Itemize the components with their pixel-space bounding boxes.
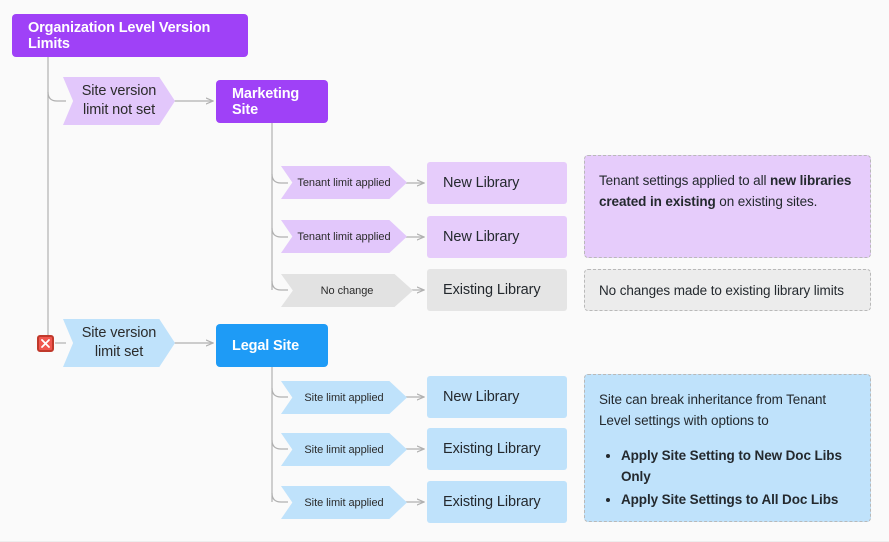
library-node-label: New Library [443, 175, 520, 191]
note-no-changes: No changes made to existing library limi… [584, 269, 871, 311]
edge-label-site-limit-applied-1[interactable]: Site limit applied [281, 381, 407, 414]
edge-label-text: Site limit applied [304, 443, 384, 456]
library-node-label: Existing Library [443, 494, 541, 510]
library-node-new-library-3[interactable]: New Library [427, 376, 567, 418]
edge-label-text: Site version limit not set [81, 83, 157, 118]
library-node-existing-library-3[interactable]: Existing Library [427, 481, 567, 523]
library-node-label: Existing Library [443, 441, 541, 457]
edge-label-tenant-limit-applied-1[interactable]: Tenant limit applied [281, 166, 407, 199]
close-icon[interactable] [37, 335, 54, 352]
library-node-existing-library-1[interactable]: Existing Library [427, 269, 567, 311]
edge-label-text: Site version limit set [81, 325, 157, 360]
edge-label-text: Site limit applied [304, 496, 384, 509]
edge-label-text: Tenant limit applied [297, 230, 391, 243]
library-node-existing-library-2[interactable]: Existing Library [427, 428, 567, 470]
root-node-organization-level-version-limits[interactable]: Organization Level Version Limits [12, 14, 248, 57]
edge-label-no-change[interactable]: No change [281, 274, 413, 307]
site-node-label: Legal Site [232, 337, 299, 354]
edge-label-site-limit-applied-2[interactable]: Site limit applied [281, 433, 407, 466]
library-node-label: New Library [443, 229, 520, 245]
library-node-label: New Library [443, 389, 520, 405]
note-intro-text: Site can break inheritance from Tenant L… [599, 392, 827, 428]
edge-label-text: Site limit applied [304, 391, 384, 404]
library-node-new-library-2[interactable]: New Library [427, 216, 567, 258]
edge-label-site-version-limit-not-set[interactable]: Site version limit not set [63, 77, 175, 125]
edge-label-tenant-limit-applied-2[interactable]: Tenant limit applied [281, 220, 407, 253]
root-node-label: Organization Level Version Limits [28, 19, 211, 52]
note-site-break-inheritance: Site can break inheritance from Tenant L… [584, 374, 871, 522]
note-bullet-list: Apply Site Setting to New Doc Libs Only … [599, 445, 856, 510]
site-node-marketing-site[interactable]: Marketing Site [216, 80, 328, 123]
library-node-label: Existing Library [443, 282, 541, 298]
site-node-legal-site[interactable]: Legal Site [216, 324, 328, 367]
note-bullet-item: Apply Site Settings to All Doc Libs [621, 489, 856, 510]
edge-label-site-version-limit-set[interactable]: Site version limit set [63, 319, 175, 367]
note-text-bold: new libraries created in existing [599, 173, 852, 209]
edge-label-text: No change [320, 284, 374, 297]
library-node-new-library-1[interactable]: New Library [427, 162, 567, 204]
note-tenant-settings: Tenant settings applied to all new libra… [584, 155, 871, 258]
note-bullet-item: Apply Site Setting to New Doc Libs Only [621, 445, 856, 487]
edge-label-site-limit-applied-3[interactable]: Site limit applied [281, 486, 407, 519]
note-text-before: Tenant settings applied to all [599, 173, 771, 188]
edge-label-text: Tenant limit applied [297, 176, 391, 189]
note-text: No changes made to existing library limi… [599, 282, 844, 298]
site-node-label: Marketing Site [232, 85, 300, 118]
note-text-after: on existing sites. [715, 194, 818, 209]
